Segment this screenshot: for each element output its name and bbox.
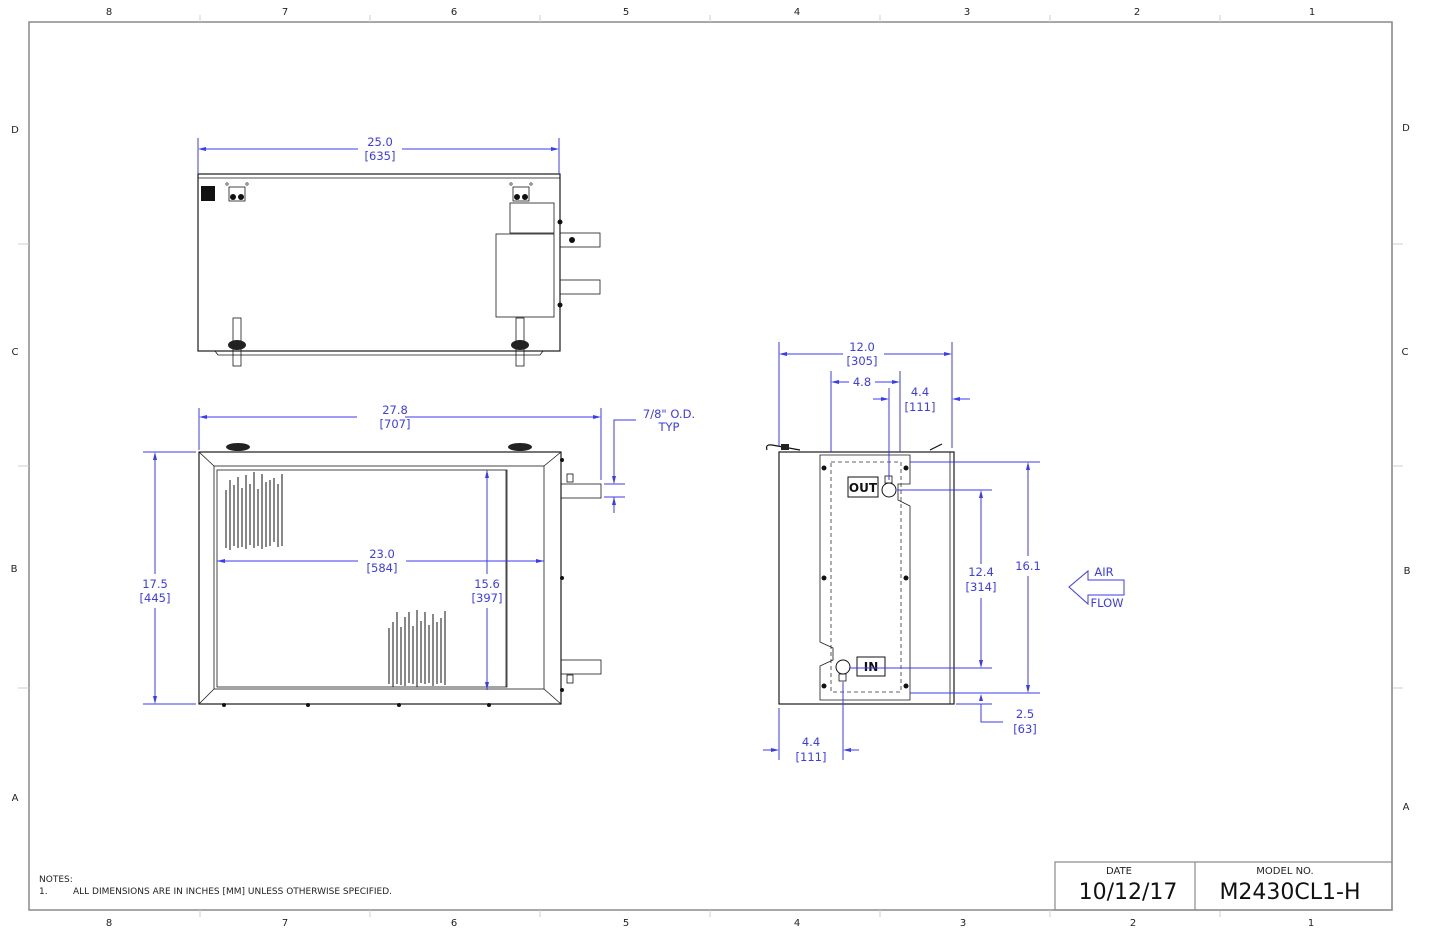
front-overall-width-dimension: 27.8 [707] <box>198 403 602 480</box>
out-offset-dimension: 4.4 [111] <box>873 385 970 480</box>
svg-text:FLOW: FLOW <box>1090 596 1123 610</box>
svg-text:7: 7 <box>282 918 288 929</box>
svg-text:25.0: 25.0 <box>367 135 393 149</box>
svg-text:1.: 1. <box>39 887 48 897</box>
svg-text:[314]: [314] <box>966 580 997 594</box>
svg-text:[397]: [397] <box>472 591 503 605</box>
side-offset-dimension: 4.8 <box>830 371 901 452</box>
svg-text:1: 1 <box>1309 7 1315 18</box>
svg-text:OUT: OUT <box>849 481 878 495</box>
svg-text:2: 2 <box>1130 918 1136 929</box>
svg-text:8: 8 <box>106 918 112 929</box>
tube-od-callout: 7/8" O.D. TYP <box>604 407 695 513</box>
zone-labels-left: D C B A <box>11 125 20 804</box>
side-depth-dimension: 12.0 [305] <box>778 340 953 448</box>
svg-text:IN: IN <box>864 660 879 674</box>
in-tag: IN <box>856 656 886 677</box>
svg-text:[445]: [445] <box>140 591 171 605</box>
svg-text:15.6: 15.6 <box>474 577 500 591</box>
svg-text:3: 3 <box>964 7 970 18</box>
svg-text:B: B <box>1404 566 1411 577</box>
svg-text:AIR: AIR <box>1094 565 1113 579</box>
svg-text:1: 1 <box>1308 918 1314 929</box>
top-view <box>197 173 601 367</box>
front-height-dimension: 17.5 [445] <box>140 451 196 705</box>
svg-text:7/8" O.D.: 7/8" O.D. <box>643 407 695 421</box>
svg-text:TYP: TYP <box>658 420 680 434</box>
svg-text:17.5: 17.5 <box>142 577 168 591</box>
svg-text:8: 8 <box>106 7 112 18</box>
svg-text:[111]: [111] <box>796 750 827 764</box>
svg-text:D: D <box>11 125 19 136</box>
title-block: DATE 10/12/17 MODEL NO. M2430CL1-H <box>1054 22 1393 911</box>
svg-text:12.4: 12.4 <box>968 565 994 579</box>
svg-text:[584]: [584] <box>367 561 398 575</box>
mount-spacing-dimension: 16.1 <box>910 461 1041 694</box>
svg-text:C: C <box>12 347 19 358</box>
zone-ticks <box>18 15 1403 917</box>
svg-text:16.1: 16.1 <box>1015 559 1041 573</box>
notes: NOTES: 1. ALL DIMENSIONS ARE IN INCHES [… <box>39 875 392 897</box>
svg-text:A: A <box>12 793 19 804</box>
out-tag: OUT <box>847 476 879 498</box>
svg-text:27.8: 27.8 <box>382 403 408 417</box>
svg-text:6: 6 <box>451 7 457 18</box>
svg-text:4.4: 4.4 <box>911 385 929 399</box>
svg-text:2.5: 2.5 <box>1016 707 1034 721</box>
svg-text:[305]: [305] <box>847 354 878 368</box>
svg-text:7: 7 <box>282 7 288 18</box>
svg-text:3: 3 <box>960 918 966 929</box>
in-offset-dimension: 4.4 [111] <box>763 682 859 764</box>
svg-text:6: 6 <box>451 918 457 929</box>
coil-width-dimension: 23.0 [584] <box>217 547 544 575</box>
zone-labels-right: D C B A <box>1402 123 1411 813</box>
svg-text:[111]: [111] <box>905 400 936 414</box>
date-label: DATE <box>1106 866 1132 877</box>
zone-labels-top: 8 7 6 5 4 3 2 1 <box>106 7 1315 18</box>
svg-text:12.0: 12.0 <box>849 340 875 354</box>
svg-text:[707]: [707] <box>380 417 411 431</box>
svg-text:5: 5 <box>623 918 629 929</box>
connection-spacing-dimension: 12.4 [314] <box>849 489 997 669</box>
top-width-dimension: 25.0 [635] <box>197 135 560 174</box>
model-label: MODEL NO. <box>1256 866 1313 877</box>
svg-text:5: 5 <box>623 7 629 18</box>
svg-text:4: 4 <box>794 7 800 18</box>
svg-text:4.8: 4.8 <box>853 375 871 389</box>
svg-text:4: 4 <box>794 918 800 929</box>
svg-text:2: 2 <box>1134 7 1140 18</box>
svg-text:D: D <box>1402 123 1410 134</box>
bottom-offset-dimension: 2.5 [63] <box>956 694 1037 736</box>
airflow-arrow: AIR FLOW <box>1068 565 1129 610</box>
svg-text:B: B <box>11 564 18 575</box>
svg-text:NOTES:: NOTES: <box>39 875 73 885</box>
svg-text:[63]: [63] <box>1013 722 1037 736</box>
svg-text:23.0: 23.0 <box>369 547 395 561</box>
front-view <box>198 443 602 707</box>
svg-text:A: A <box>1403 802 1410 813</box>
coil-height-dimension: 15.6 [397] <box>472 470 503 690</box>
svg-text:4.4: 4.4 <box>802 735 820 749</box>
svg-text:C: C <box>1402 347 1409 358</box>
date-value: 10/12/17 <box>1079 880 1178 905</box>
model-value: M2430CL1-H <box>1219 880 1360 905</box>
zone-labels-bottom: 8 7 6 5 4 3 2 1 <box>106 918 1314 929</box>
svg-text:[635]: [635] <box>365 149 396 163</box>
svg-text:ALL DIMENSIONS ARE IN INCHES [: ALL DIMENSIONS ARE IN INCHES [MM] UNLESS… <box>73 887 392 897</box>
